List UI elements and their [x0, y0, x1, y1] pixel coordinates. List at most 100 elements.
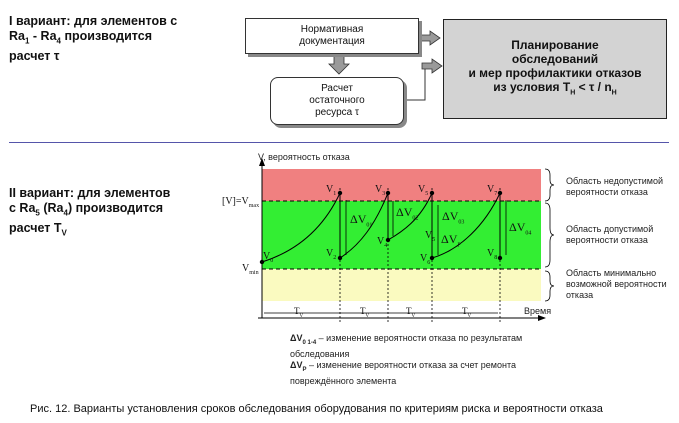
ra-sub: 1 [24, 36, 30, 46]
curve-points [259, 190, 503, 265]
delta-text: ΔV [442, 209, 459, 223]
point-label-v2: V2 [326, 248, 337, 261]
variant2-line2: с Ra5 (Ra4) производится [9, 201, 239, 221]
zone-red-line1: Область недопустимой [566, 176, 663, 186]
ra-label: Ra [9, 29, 25, 43]
y-axis-arrow [259, 158, 265, 166]
ra-end: производится [60, 29, 152, 43]
arrow-right-top [419, 30, 441, 46]
legend-dv-sub: 0 1-4 [302, 339, 317, 346]
point-label-v4: V4 [377, 236, 388, 249]
point-label-v7: V7 [487, 184, 498, 197]
arrow-right-bottom [421, 58, 443, 74]
ra-label: с Ra [9, 201, 36, 215]
plan-sub: H [570, 89, 576, 97]
zone-green-line2: вероятности отказа [566, 235, 648, 245]
legend-dvp-text: – изменение вероятности отказа за счет р… [306, 359, 517, 370]
vmax-text: [V]=V [222, 196, 249, 207]
green-zone [262, 201, 541, 269]
figure-caption: Рис. 12. Варианты установления сроков об… [30, 403, 603, 415]
zone-label-yellow: Область минимально возможной вероятности… [566, 268, 667, 301]
v0-label: V0 [263, 251, 273, 264]
arrow-down [328, 54, 350, 75]
v0-text: V [263, 251, 271, 262]
delta-v01: ΔV01 [350, 212, 372, 228]
calc-line2: остаточного [309, 95, 365, 106]
period-text: T [462, 306, 468, 316]
delta-v02: ΔV02 [396, 205, 418, 221]
zone-yellow-line1: Область минимально [566, 268, 657, 278]
ra-mid: (Ra [39, 201, 64, 215]
period-text: T [406, 306, 412, 316]
planning-box: Планирование обследований и мер профилак… [443, 19, 667, 119]
delta-text: ΔV [441, 232, 458, 246]
legend-dv: ΔV0 1-4 – изменение вероятности отказа п… [290, 333, 620, 387]
section-divider [9, 142, 669, 143]
v0-sub: 0 [270, 258, 274, 264]
delta-sub: 04 [525, 230, 532, 237]
plan-line4: из условия TH < τ / nH [468, 80, 641, 100]
plan-line4-end: < τ / n [575, 79, 612, 94]
plan-line3: и мер профилактики отказов [468, 65, 642, 80]
zone-green-line1: Область допустимой [566, 224, 654, 234]
variant1-line3: расчет τ [9, 48, 60, 63]
variant1-line1: I вариант: для элементов с [9, 14, 178, 28]
normative-line2: документация [299, 36, 365, 47]
plan-line1: Планирование [511, 37, 599, 52]
variant1-line2: Ra1 - Ra4 производится [9, 29, 209, 49]
y-axis-title: V, вероятность отказа [258, 152, 350, 162]
zone-red-line2: вероятности отказа [566, 187, 648, 197]
normative-line1: Нормативная [300, 24, 364, 35]
period-label-3: TV [406, 306, 415, 319]
delta-sub: 03 [458, 219, 465, 226]
variant1-text: I вариант: для элементов с Ra1 - Ra4 про… [9, 14, 209, 64]
vmin-label: Vmin [242, 263, 259, 276]
vmax-label: [V]=Vmax [222, 196, 259, 209]
variant2-line1: II вариант: для элементов [9, 186, 171, 200]
period-sub: V [299, 313, 304, 319]
point-label-v5: V5 [418, 184, 429, 197]
point-label-v6: V6 [420, 253, 431, 266]
vmax-sub: max [248, 203, 260, 209]
zone-label-red: Область недопустимой вероятности отказа [566, 176, 663, 198]
point-label-v8: V8 [487, 248, 498, 261]
legend-dv-symbol: ΔV [290, 333, 303, 343]
ra-end: ) производится [67, 201, 164, 215]
period-sub: V [411, 313, 416, 319]
zone-yellow-line3: отказа [566, 290, 594, 300]
variant2-text: II вариант: для элементов с Ra5 (Ra4) пр… [9, 186, 239, 240]
tv-label: расчет T [9, 220, 62, 235]
plan-sub: H [611, 89, 617, 97]
connector-line [404, 68, 426, 101]
zone-label-green: Область допустимой вероятности отказа [566, 224, 653, 246]
period-label-4: TV [462, 306, 471, 319]
period-label-1: TV [294, 306, 303, 319]
calc-line3: ресурса τ [315, 107, 359, 118]
vmin-text: V [242, 263, 250, 274]
delta-text: ΔV [509, 220, 526, 234]
probability-curves [261, 192, 501, 263]
calc-line1: Расчет [321, 83, 353, 94]
zone-brackets [544, 168, 555, 302]
plan-line2: обследований [511, 51, 599, 66]
red-zone [262, 169, 541, 201]
legend-dv-line1: ΔV0 1-4 – изменение вероятности отказа п… [290, 333, 620, 349]
point-label-v1: V1 [326, 184, 337, 197]
legend-dv-line2: обследования [290, 348, 350, 359]
tv-sub: V [61, 228, 67, 237]
delta-vp: ΔVP [441, 232, 461, 248]
ra-sub: 5 [35, 208, 40, 218]
ra-sub: 4 [63, 208, 68, 218]
legend-dvp-sub: P [302, 366, 307, 373]
period-sub: V [365, 313, 370, 319]
delta-v04: ΔV04 [509, 220, 531, 236]
period-text: T [360, 306, 366, 316]
point-label-v3: V3 [375, 184, 386, 197]
legend-dvp-line2: повреждённого элемента [290, 375, 397, 386]
yellow-zone [262, 269, 541, 301]
period-text: T [294, 306, 300, 316]
delta-arrows [345, 200, 507, 255]
legend-dv-text: – изменение вероятности отказа по резуль… [316, 333, 523, 343]
